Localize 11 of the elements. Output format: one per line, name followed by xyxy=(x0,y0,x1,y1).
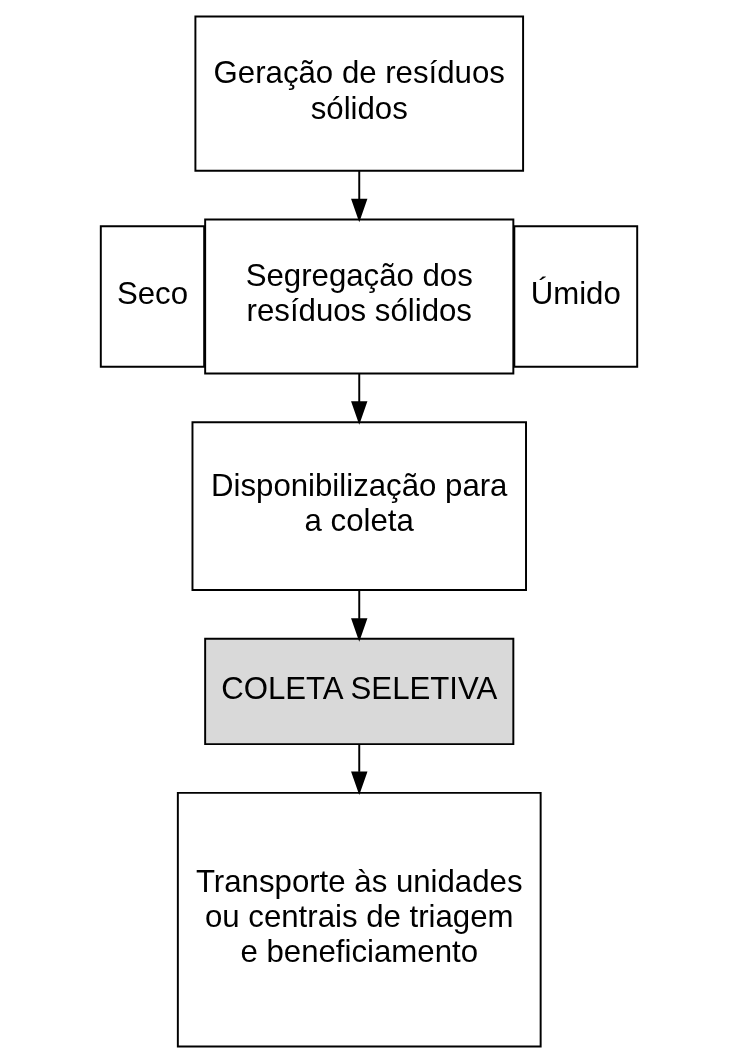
node-box: Disponibilização para a coleta xyxy=(191,421,527,591)
node-box: Transporte às unidades ou centrais de triagem e beneficiamento xyxy=(176,791,542,1048)
arrow xyxy=(350,169,367,223)
arrow xyxy=(350,372,367,425)
node-box: Segregação dos resíduos sólidos xyxy=(203,218,514,375)
arrow xyxy=(350,743,367,796)
node-box: Geração de resíduos sólidos xyxy=(193,15,524,172)
node-box: COLETA SELETIVA xyxy=(203,637,514,746)
node-box: Seco xyxy=(99,225,205,368)
node-box: Úmido xyxy=(512,225,638,368)
arrow xyxy=(350,589,367,642)
